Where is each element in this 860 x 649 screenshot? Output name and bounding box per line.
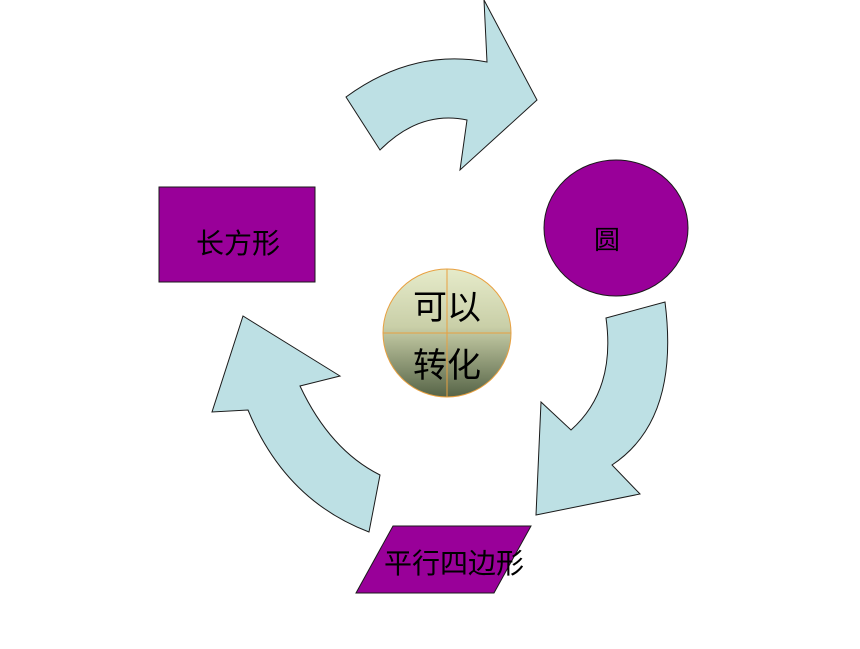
parallelogram-shape <box>355 525 532 594</box>
circle-shape <box>543 159 689 297</box>
center-label-line1: 可以 <box>413 288 481 328</box>
parallelogram-label: 平行四边形 <box>384 547 525 580</box>
rectangle-shape <box>158 186 316 283</box>
center-label-line2: 转化 <box>413 346 481 386</box>
arrow-circle-to-parallelogram <box>535 301 669 516</box>
rectangle-label: 长方形 <box>196 227 281 260</box>
arrow-rect-to-circle <box>345 0 538 172</box>
arrow-parallelogram-to-rect <box>211 315 381 533</box>
circle-label: 圆 <box>594 226 621 256</box>
